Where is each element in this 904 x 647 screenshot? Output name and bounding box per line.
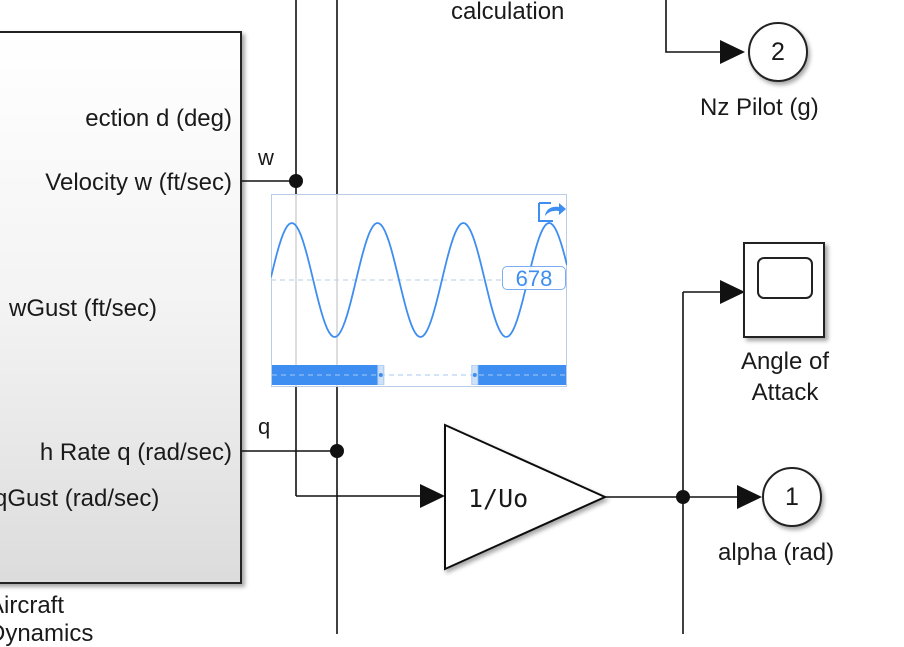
arrowhead-alpha xyxy=(737,485,762,509)
outport-nz-pilot[interactable]: 2 xyxy=(748,22,808,82)
range-right-region[interactable] xyxy=(477,365,566,385)
subsystem-name-line1: Aircraft xyxy=(0,592,65,619)
arrowhead-nz-pilot xyxy=(720,40,745,64)
signal-preview-sparkline[interactable] xyxy=(271,194,567,387)
outport-label-nz-pilot: Nz Pilot (g) xyxy=(700,94,819,121)
outport-alpha[interactable]: 1 xyxy=(762,467,822,527)
junction-w xyxy=(289,174,303,188)
scope-screen-icon xyxy=(757,257,813,299)
sparkline-wave xyxy=(271,222,567,338)
subsystem-name-line2: Dynamics xyxy=(0,620,94,647)
calculation-block-label: calculation xyxy=(451,0,565,25)
value-badge: 678 xyxy=(502,266,566,291)
port-label-velocity-w: Velocity w (ft/sec) xyxy=(45,169,232,196)
export-icon[interactable] xyxy=(537,200,567,224)
junction-q xyxy=(330,444,344,458)
diagram-canvas xyxy=(240,0,762,634)
scope-label-line1: Angle of xyxy=(740,348,830,375)
signal-label-q[interactable]: q xyxy=(258,414,271,439)
port-label-deflection: ection d (deg) xyxy=(85,105,232,132)
angle-of-attack-scope[interactable] xyxy=(743,242,825,338)
gain-block[interactable] xyxy=(444,423,608,571)
port-label-pitch-rate-q: h Rate q (rad/sec) xyxy=(39,439,232,466)
range-handle-dot xyxy=(378,373,383,377)
range-selector[interactable] xyxy=(272,365,566,385)
junction-alpha xyxy=(676,490,690,504)
outport-number: 2 xyxy=(771,37,785,66)
signal-line-to-nz-pilot[interactable] xyxy=(665,0,740,53)
gain-label: 1/Uo xyxy=(468,484,529,513)
outport-label-alpha: alpha (rad) xyxy=(718,539,835,566)
arrowhead-scope xyxy=(720,280,745,304)
range-selected-window[interactable] xyxy=(383,365,478,385)
range-handle-dot xyxy=(472,373,477,377)
range-left-region[interactable] xyxy=(272,365,378,385)
signal-label-w[interactable]: w xyxy=(258,145,274,170)
outport-number: 1 xyxy=(785,482,799,511)
port-label-wgust: wGust (ft/sec) xyxy=(9,295,158,322)
aircraft-dynamics-subsystem[interactable]: ection d (deg) Velocity w (ft/sec) wGust… xyxy=(0,31,242,584)
arrowhead-gain xyxy=(420,484,445,508)
scope-label-line2: Attack xyxy=(751,379,819,406)
port-label-qgust: qGust (rad/sec) xyxy=(0,485,160,512)
